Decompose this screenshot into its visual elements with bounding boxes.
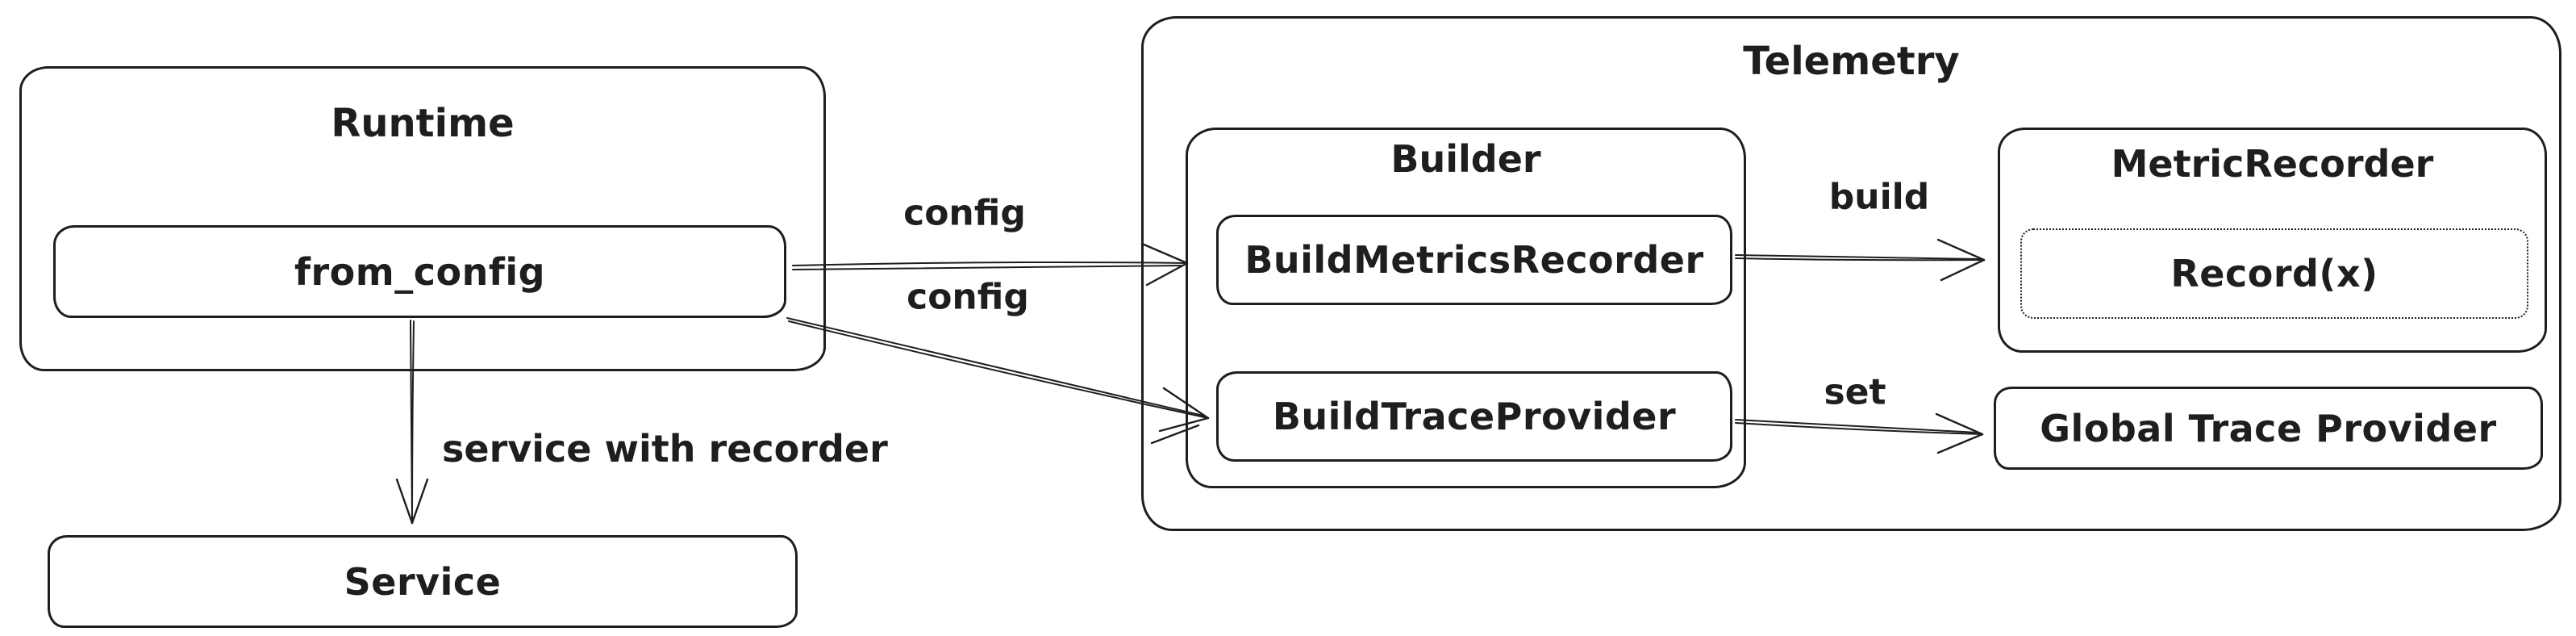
edge-label-config-to-trace: config [907, 276, 1029, 318]
service-node: Service [48, 535, 798, 628]
builder-box [1186, 128, 1746, 488]
builder-label: Builder [1390, 137, 1541, 181]
service-label: Service [344, 559, 502, 604]
from-config-node: from_config [53, 225, 786, 318]
runtime-box [19, 66, 826, 371]
telemetry-box [1141, 16, 2561, 531]
edge-label-config-to-metrics: config [903, 192, 1026, 234]
edge-label-service-with-recorder: service with recorder [442, 427, 888, 471]
global-trace-provider-label: Global Trace Provider [2040, 406, 2497, 450]
build-trace-provider-node: BuildTraceProvider [1216, 371, 1732, 462]
edge-label-set: set [1824, 371, 1886, 413]
telemetry-label: Telemetry [1743, 39, 1960, 84]
from-config-label: from_config [294, 249, 546, 294]
build-metrics-recorder-label: BuildMetricsRecorder [1244, 238, 1704, 282]
record-x-label: Record(x) [2170, 252, 2378, 295]
build-trace-provider-label: BuildTraceProvider [1272, 395, 1677, 438]
metric-recorder-label: MetricRecorder [2111, 142, 2434, 186]
global-trace-provider-node: Global Trace Provider [1994, 387, 2543, 470]
metric-recorder-box [1998, 128, 2547, 353]
edge-label-build: build [1828, 176, 1930, 218]
runtime-label: Runtime [331, 101, 515, 146]
record-x-node: Record(x) [2020, 228, 2528, 319]
build-metrics-recorder-node: BuildMetricsRecorder [1216, 215, 1732, 305]
